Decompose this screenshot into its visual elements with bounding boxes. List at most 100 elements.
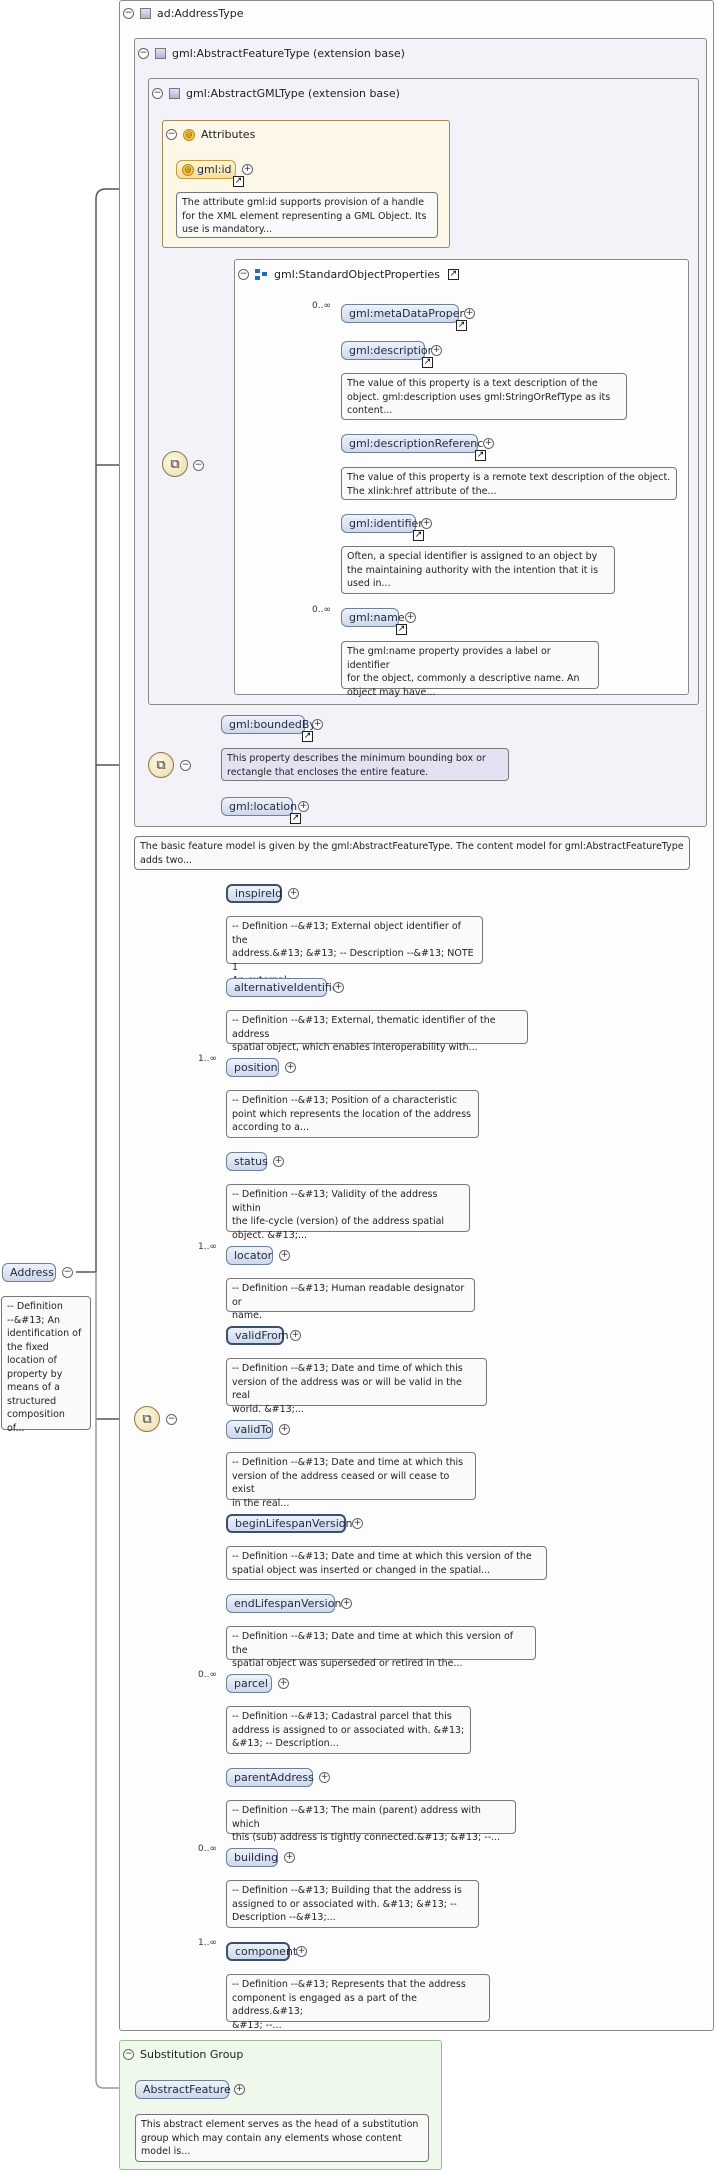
plus-icon[interactable]: + [279, 1250, 290, 1261]
element-label: beginLifespanVersion [235, 1517, 353, 1530]
address-type-label: ad:AddressType [157, 7, 244, 20]
element-label: building [234, 1851, 279, 1864]
plus-icon[interactable]: + [483, 438, 494, 449]
parcel-element[interactable]: parcel [226, 1674, 272, 1693]
gml-descriptionreference-doc: The value of this property is a remote t… [341, 467, 677, 500]
plus-icon[interactable]: + [319, 1772, 330, 1783]
sequence-icon[interactable]: ⧉ [148, 752, 174, 778]
plus-icon[interactable]: + [431, 345, 442, 356]
parent-address-element[interactable]: parentAddress [226, 1768, 314, 1787]
valid-from-element[interactable]: validFrom [226, 1326, 289, 1345]
attribute-icon: @ [183, 128, 195, 141]
valid-to-element[interactable]: validTo [226, 1420, 273, 1439]
arrow-ref-icon[interactable]: ↗ [456, 320, 467, 331]
valid-from-doc: -- Definition --&#13; Date and time of w… [226, 1358, 487, 1415]
sequence-icon[interactable]: ⧉ [162, 451, 188, 477]
position-doc: -- Definition --&#13; Position of a char… [226, 1090, 479, 1138]
complex-type-icon [140, 8, 151, 19]
element-label: gml:description [349, 344, 435, 357]
status-element[interactable]: status [226, 1152, 268, 1171]
gml-metadataproperty-element[interactable]: gml:metaDataProperty↗ [341, 304, 475, 331]
abstract-feature-element[interactable]: AbstractFeature [135, 2080, 231, 2099]
plus-icon[interactable]: + [288, 888, 299, 899]
gml-id-attribute[interactable]: @ gml:id ↗ [176, 160, 244, 187]
cardinality: 0..∞ [312, 605, 331, 615]
standard-object-properties-title: − gml:StandardObjectProperties ↗ [238, 268, 459, 281]
begin-lifespan-version-element[interactable]: beginLifespanVersion [226, 1514, 352, 1533]
gml-name-element[interactable]: gml:name↗ [341, 608, 407, 635]
end-lifespan-version-element[interactable]: endLifespanVersion [226, 1594, 341, 1613]
arrow-ref-icon[interactable]: ↗ [396, 624, 407, 635]
arrow-ref-icon[interactable]: ↗ [302, 731, 313, 742]
arrow-ref-icon[interactable]: ↗ [290, 813, 301, 824]
element-label: gml:metaDataProperty [349, 307, 475, 320]
arrow-ref-icon[interactable]: ↗ [413, 530, 424, 541]
complex-type-icon [169, 88, 180, 99]
plus-icon[interactable]: + [290, 1330, 301, 1341]
end-lifespan-version-doc: -- Definition --&#13; Date and time at w… [226, 1626, 536, 1669]
plus-icon[interactable]: + [405, 612, 416, 623]
collapse-icon[interactable]: − [180, 760, 191, 771]
collapse-icon[interactable]: − [62, 1267, 73, 1278]
arrow-ref-icon[interactable]: ↗ [233, 176, 244, 187]
plus-icon[interactable]: + [296, 1946, 307, 1957]
locator-element[interactable]: locator [226, 1246, 273, 1265]
collapse-icon[interactable]: − [238, 269, 249, 280]
collapse-icon[interactable]: − [138, 48, 149, 59]
alternative-identifier-element[interactable]: alternativeIdentifier [226, 978, 343, 997]
locator-doc: -- Definition --&#13; Human readable des… [226, 1278, 475, 1321]
gml-boundedby-element[interactable]: gml:boundedBy↗ [221, 715, 316, 742]
attributes-label: Attributes [201, 128, 256, 141]
parcel-doc: -- Definition --&#13; Cadastral parcel t… [226, 1706, 471, 1754]
inspire-id-element[interactable]: inspireId [226, 884, 282, 903]
gml-description-element[interactable]: gml:description↗ [341, 341, 435, 368]
gml-location-element[interactable]: gml:location↗ [221, 797, 301, 824]
plus-icon[interactable]: + [278, 1678, 289, 1689]
alternative-identifier-doc: -- Definition --&#13; External, thematic… [226, 1010, 528, 1053]
element-label: gml:identifier [349, 517, 423, 530]
standard-object-properties-label: gml:StandardObjectProperties [274, 268, 440, 281]
building-element[interactable]: building [226, 1848, 278, 1867]
arrow-ref-icon[interactable]: ↗ [422, 357, 433, 368]
element-label: gml:descriptionReference [349, 437, 491, 450]
plus-icon[interactable]: + [421, 518, 432, 529]
plus-icon[interactable]: + [312, 719, 323, 730]
position-element[interactable]: position [226, 1058, 279, 1077]
plus-icon[interactable]: + [284, 1852, 295, 1863]
plus-icon[interactable]: + [298, 801, 309, 812]
gml-identifier-element[interactable]: gml:identifier↗ [341, 514, 424, 541]
cardinality: 0..∞ [312, 301, 331, 311]
collapse-icon[interactable]: − [166, 1414, 177, 1425]
gml-description-doc: The value of this property is a text des… [341, 373, 627, 420]
plus-icon[interactable]: + [464, 308, 475, 319]
gml-descriptionreference-element[interactable]: gml:descriptionReference↗ [341, 434, 490, 461]
plus-icon[interactable]: + [341, 1598, 352, 1609]
plus-icon[interactable]: + [273, 1156, 284, 1167]
collapse-icon[interactable]: − [152, 88, 163, 99]
collapse-icon[interactable]: − [193, 460, 204, 471]
element-label: AbstractFeature [143, 2083, 231, 2096]
plus-icon[interactable]: + [333, 982, 344, 993]
sequence-icon[interactable]: ⧉ [134, 1406, 160, 1432]
plus-icon[interactable]: + [285, 1062, 296, 1073]
plus-icon[interactable]: + [279, 1424, 290, 1435]
collapse-icon[interactable]: − [123, 2049, 134, 2060]
plus-icon[interactable]: + [242, 164, 253, 175]
collapse-icon[interactable]: − [123, 8, 134, 19]
arrow-ref-icon[interactable]: ↗ [447, 269, 459, 280]
plus-icon[interactable]: + [352, 1518, 363, 1529]
group-icon [255, 269, 268, 280]
abstract-feature-type-doc: The basic feature model is given by the … [134, 836, 690, 870]
root-element[interactable]: Address [2, 1263, 56, 1282]
plus-icon[interactable]: + [234, 2084, 245, 2095]
gml-id-doc: The attribute gml:id supports provision … [176, 192, 438, 238]
substitution-group-title: − Substitution Group [123, 2048, 243, 2061]
component-element[interactable]: component [226, 1942, 297, 1961]
gml-identifier-doc: Often, a special identifier is assigned … [341, 546, 615, 594]
element-label: gml:location [229, 800, 298, 813]
root-doc: -- Definition --&#13; An identification … [1, 1296, 91, 1434]
parent-address-doc: -- Definition --&#13; The main (parent) … [226, 1800, 516, 1843]
collapse-icon[interactable]: − [166, 129, 177, 140]
arrow-ref-icon[interactable]: ↗ [475, 450, 486, 461]
status-doc: -- Definition --&#13; Validity of the ad… [226, 1184, 470, 1241]
